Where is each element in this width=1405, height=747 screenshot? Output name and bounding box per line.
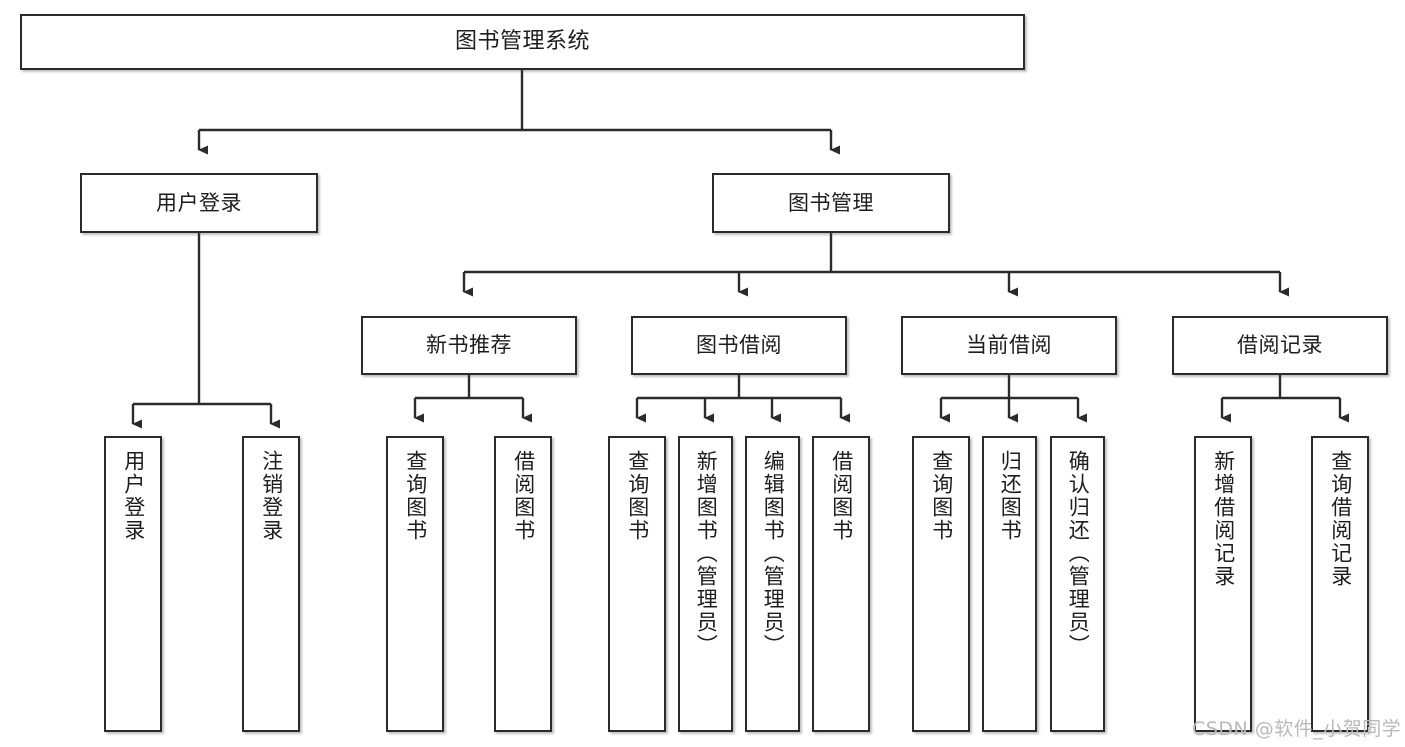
node-leaf-user-logout[interactable]: 注销登录 bbox=[242, 436, 300, 732]
node-book-borrow-label: 图书借阅 bbox=[696, 333, 782, 358]
node-leaf-borrow-book-1-label: 借阅图书 bbox=[511, 450, 536, 542]
node-leaf-add-record[interactable]: 新增借阅记录 bbox=[1194, 436, 1252, 732]
node-user-login-label: 用户登录 bbox=[156, 190, 242, 215]
node-leaf-add-record-label: 新增借阅记录 bbox=[1211, 450, 1236, 588]
node-user-login[interactable]: 用户登录 bbox=[80, 173, 318, 233]
node-root[interactable]: 图书管理系统 bbox=[20, 14, 1025, 70]
node-leaf-query-book-2[interactable]: 查询图书 bbox=[608, 436, 666, 732]
node-leaf-query-book-2-label: 查询图书 bbox=[625, 450, 650, 542]
node-leaf-confirm-return[interactable]: 确认归还（管理员） bbox=[1050, 436, 1105, 732]
node-leaf-borrow-book-2[interactable]: 借阅图书 bbox=[812, 436, 870, 732]
node-borrow-record-label: 借阅记录 bbox=[1237, 333, 1323, 358]
node-leaf-query-book-1-label: 查询图书 bbox=[403, 450, 428, 542]
node-leaf-user-login-label: 用户登录 bbox=[121, 450, 146, 542]
node-leaf-return-book-label: 归还图书 bbox=[998, 450, 1023, 542]
node-leaf-query-record-label: 查询借阅记录 bbox=[1328, 450, 1353, 588]
node-leaf-query-book-3[interactable]: 查询图书 bbox=[912, 436, 970, 732]
node-book-manage[interactable]: 图书管理 bbox=[712, 173, 950, 233]
node-leaf-user-logout-label: 注销登录 bbox=[259, 450, 284, 542]
node-leaf-edit-book[interactable]: 编辑图书（管理员） bbox=[745, 436, 800, 732]
node-leaf-add-book-label: 新增图书（管理员） bbox=[694, 450, 719, 657]
node-current-borrow[interactable]: 当前借阅 bbox=[901, 316, 1117, 375]
node-borrow-record[interactable]: 借阅记录 bbox=[1172, 316, 1388, 375]
node-leaf-edit-book-label: 编辑图书（管理员） bbox=[761, 450, 786, 657]
node-leaf-borrow-book-1[interactable]: 借阅图书 bbox=[494, 436, 552, 732]
node-leaf-query-book-3-label: 查询图书 bbox=[929, 450, 954, 542]
node-leaf-user-login[interactable]: 用户登录 bbox=[104, 436, 162, 732]
node-book-borrow[interactable]: 图书借阅 bbox=[631, 316, 847, 375]
node-leaf-return-book[interactable]: 归还图书 bbox=[982, 436, 1037, 732]
node-root-label: 图书管理系统 bbox=[454, 29, 590, 55]
node-leaf-query-record[interactable]: 查询借阅记录 bbox=[1311, 436, 1369, 732]
node-book-manage-label: 图书管理 bbox=[788, 190, 874, 215]
csdn-watermark: CSDN @软件_小贺同学 bbox=[1192, 718, 1402, 740]
node-leaf-add-book[interactable]: 新增图书（管理员） bbox=[678, 436, 733, 732]
node-leaf-borrow-book-2-label: 借阅图书 bbox=[829, 450, 854, 542]
node-new-book-recommend-label: 新书推荐 bbox=[426, 333, 512, 358]
node-leaf-confirm-return-label: 确认归还（管理员） bbox=[1066, 450, 1091, 657]
node-current-borrow-label: 当前借阅 bbox=[966, 333, 1052, 358]
node-new-book-recommend[interactable]: 新书推荐 bbox=[361, 316, 577, 375]
node-leaf-query-book-1[interactable]: 查询图书 bbox=[386, 436, 444, 732]
